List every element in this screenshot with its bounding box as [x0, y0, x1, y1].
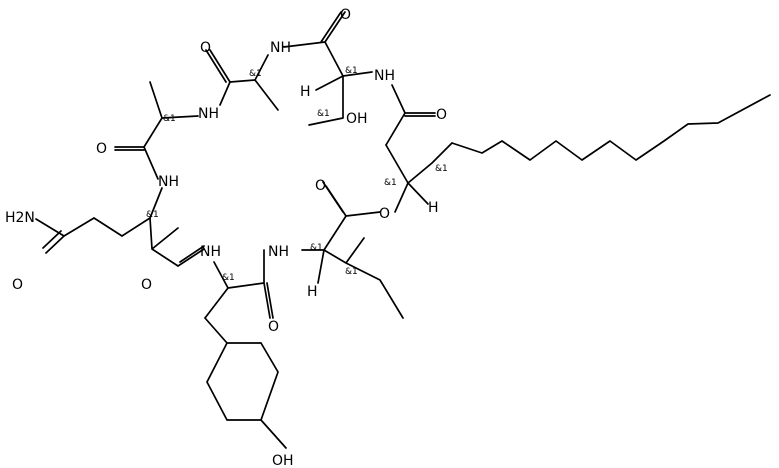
atom-label-o: O: [200, 40, 211, 56]
atom-label-o: O: [12, 277, 23, 293]
stereo-label-gln: &1: [146, 210, 159, 220]
atom-label-nh: NH: [200, 244, 221, 260]
stereo-label-thr-cb: &1: [317, 109, 330, 119]
atom-label-h: H: [428, 200, 439, 216]
atom-label-o: O: [141, 277, 152, 293]
atom-label-nh: NH: [270, 40, 291, 56]
stereo-label-tyr: &1: [222, 273, 235, 283]
atom-label-o: O: [96, 141, 107, 157]
stereo-label-ile-cb: &1: [345, 267, 358, 277]
atom-label-oh: OH: [346, 111, 368, 127]
atom-label-h: H: [307, 284, 318, 300]
atom-label-o: O: [315, 178, 326, 194]
atom-label-o: O: [268, 319, 279, 335]
stereo-labels: &1 &1 &1 &1 &1 &1 &1 &1 &1 &1: [146, 66, 448, 283]
atom-label-o: O: [436, 107, 447, 123]
atom-label-nh: NH: [268, 244, 289, 260]
atom-label-o: O: [379, 206, 390, 222]
stereo-label-bhda-c3: &1: [435, 164, 448, 174]
bond-lines: [35, 11, 771, 449]
atom-label-nh: NH: [198, 106, 219, 122]
stereo-label-thr-ca: &1: [345, 66, 358, 76]
atom-label-nh: NH: [374, 68, 395, 84]
stereo-label-ile-ca: &1: [310, 243, 323, 253]
stereo-label-ala1: &1: [163, 114, 176, 124]
atom-label-o: O: [340, 7, 351, 23]
atom-label-nh2: H2N: [5, 210, 35, 226]
atom-label-nh: NH: [158, 174, 179, 190]
atom-label-oh: OH: [272, 453, 294, 468]
atom-label-h: H: [300, 84, 311, 100]
stereo-label-bhda-c2: &1: [384, 178, 397, 188]
atom-labels: H2N O O NH O NH O NH O NH H OH O O O H N…: [5, 7, 447, 468]
stereo-label-ala2: &1: [249, 69, 262, 79]
